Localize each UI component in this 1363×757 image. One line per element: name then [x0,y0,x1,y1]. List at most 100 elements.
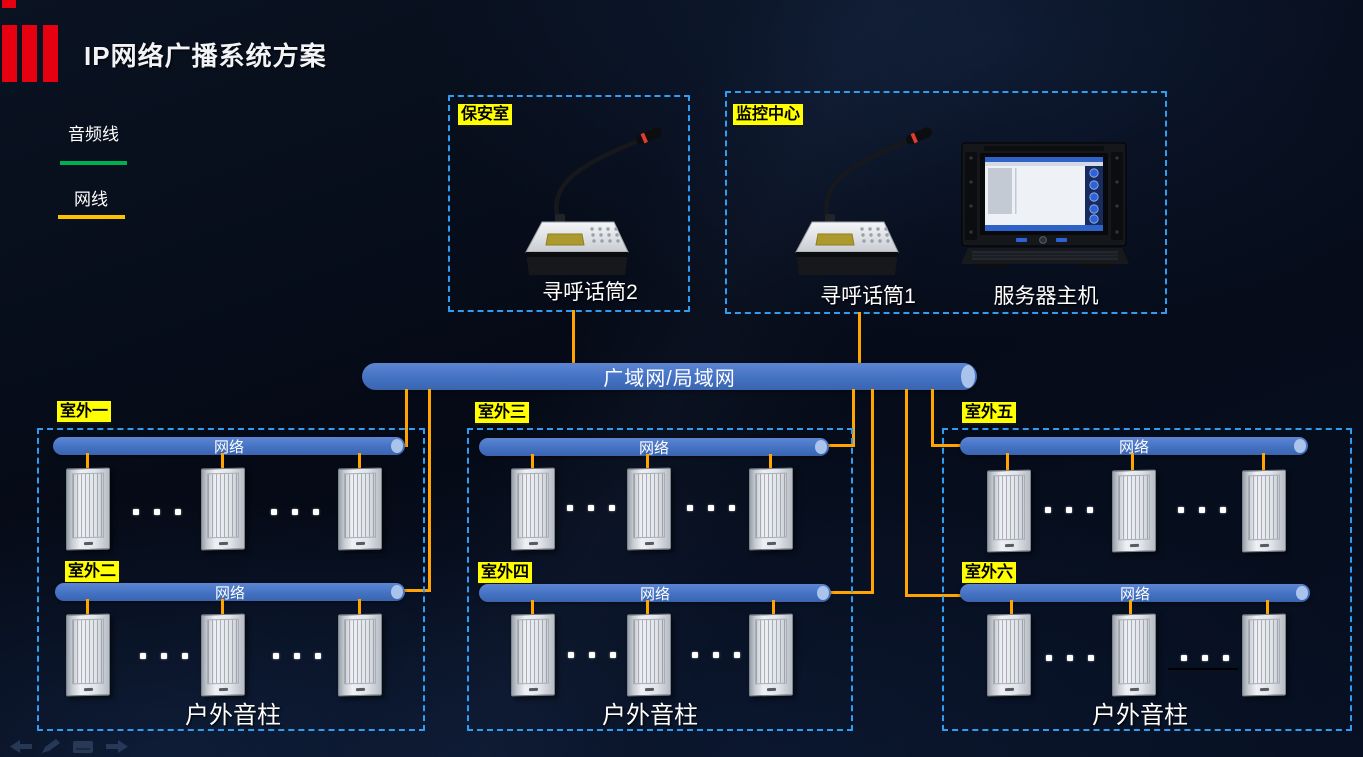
speaker-z6-1 [987,613,1031,697]
security-room-tag: 保安室 [458,104,513,127]
monitor-center-tag: 监控中心 [733,104,804,127]
outdoor-box-left [37,428,425,731]
paging-mic-2-caption: 寻呼话筒2 [542,281,638,304]
legend-network-line-swatch [58,215,125,219]
slide-panel-icon[interactable] [72,740,94,754]
speaker-z5-1 [987,469,1031,553]
zone1-tag: 室外一 [57,401,112,424]
cable-backbone-zone2-h [400,589,431,592]
zone4-stub-2 [646,600,649,616]
speaker-caption-left: 户外音柱 [185,702,281,729]
cable-backbone-zone3-v [852,389,855,446]
ellipsis-dots [273,653,321,659]
zone2-bus-endcap [391,585,403,599]
zone4-stub-1 [531,600,534,616]
zone4-stub-3 [772,600,775,616]
zone6-stub-3 [1266,600,1269,616]
zone6-bus: 网络 [960,584,1310,603]
zone4-bus: 网络 [479,584,831,603]
speaker-z4-1 [511,613,555,697]
speaker-z2-3 [338,613,382,697]
zone5-stub-3 [1262,453,1265,473]
ellipsis-dots [687,505,735,511]
security-room-box [448,95,690,312]
cable-backbone-zone6-h [905,594,962,597]
speaker-caption-right: 户外音柱 [1092,702,1188,729]
zone2-stub-2 [221,599,224,615]
backbone-bus-endcap [961,365,975,388]
zone3-stub-1 [531,454,534,470]
paging-mic-1-caption: 寻呼话筒1 [820,285,916,308]
zone2-bus: 网络 [55,583,405,602]
next-slide-arrow-icon[interactable] [105,738,129,755]
cable-backbone-zone6-v [905,389,908,597]
ellipsis-dots [1181,655,1229,661]
speaker-z2-1 [66,613,110,697]
legend-audio-line-swatch [60,161,127,165]
ellipsis-dots [1178,507,1226,513]
zone6-bus-endcap [1296,586,1308,600]
zone3-bus-label: 网络 [638,439,669,457]
ellipsis-dots [1045,507,1093,513]
zone5-bus-label: 网络 [1118,438,1149,456]
zone1-bus-endcap [391,439,403,453]
zone3-bus: 网络 [479,438,829,457]
zone5-stub-1 [1006,453,1009,473]
cable-backbone-zone2-v [428,389,431,592]
cable-backbone-zone1-v [405,389,408,447]
ellipsis-dots [1046,655,1094,661]
cable-mic1-to-backbone [858,312,861,365]
speaker-z6-3 [1242,613,1286,697]
speaker-z2-2 [201,613,245,697]
backbone-bus-label: 广域网/局域网 [603,368,736,390]
speaker-z5-3 [1242,469,1286,553]
speaker-z4-3 [749,613,793,697]
logo-bar-3 [43,25,58,82]
zone1-bus: 网络 [53,437,405,456]
zone6-stub-2 [1129,600,1132,616]
zone5-stub-2 [1131,453,1134,473]
speaker-z5-2 [1112,469,1156,553]
speaker-caption-middle: 户外音柱 [602,702,698,729]
logo-bar-top [2,0,16,8]
monitor-center-box [725,91,1167,314]
server-host-image [960,142,1130,269]
ellipsis-dots [568,652,616,658]
zone5-tag: 室外五 [962,402,1017,425]
outdoor-box-middle [467,428,853,731]
cable-backbone-zone4-v [871,389,874,593]
paging-mic-1-image [768,126,938,278]
outdoor-box-right [942,428,1352,731]
zone4-bus-endcap [817,586,829,600]
speaker-z1-2 [201,467,245,551]
speaker-z6-2 [1112,613,1156,697]
annotate-pen-icon[interactable] [40,738,62,755]
logo-bar-1 [2,25,17,82]
speaker-z3-2 [627,467,671,551]
server-host-caption: 服务器主机 [993,285,1099,308]
cable-backbone-zone5-v [931,389,934,446]
ellipsis-dots [271,509,319,515]
legend-network-label: 网线 [74,190,108,209]
cable-backbone-zone3-h [826,444,855,447]
zone4-bus-label: 网络 [639,585,670,603]
zone6-bus-label: 网络 [1119,585,1150,603]
zone3-stub-3 [769,454,772,470]
ellipsis-dots [567,505,615,511]
zone4-tag: 室外四 [478,562,533,585]
legend-audio-label: 音频线 [68,125,119,144]
zone3-stub-2 [646,454,649,470]
ellipsis-dots [692,652,740,658]
zone5-bus: 网络 [960,437,1308,456]
speaker-z1-3 [338,467,382,551]
cable-backbone-zone5-h [931,444,962,447]
zone6-tag: 室外六 [962,562,1017,585]
speaker-z3-3 [749,467,793,551]
zone1-stub-2 [221,453,224,469]
zone2-tag: 室外二 [65,561,120,584]
cable-mic2-to-backbone [572,310,575,365]
zone1-stub-1 [86,453,89,469]
divider-line [1168,668,1238,670]
previous-slide-arrow-icon[interactable] [9,738,33,755]
